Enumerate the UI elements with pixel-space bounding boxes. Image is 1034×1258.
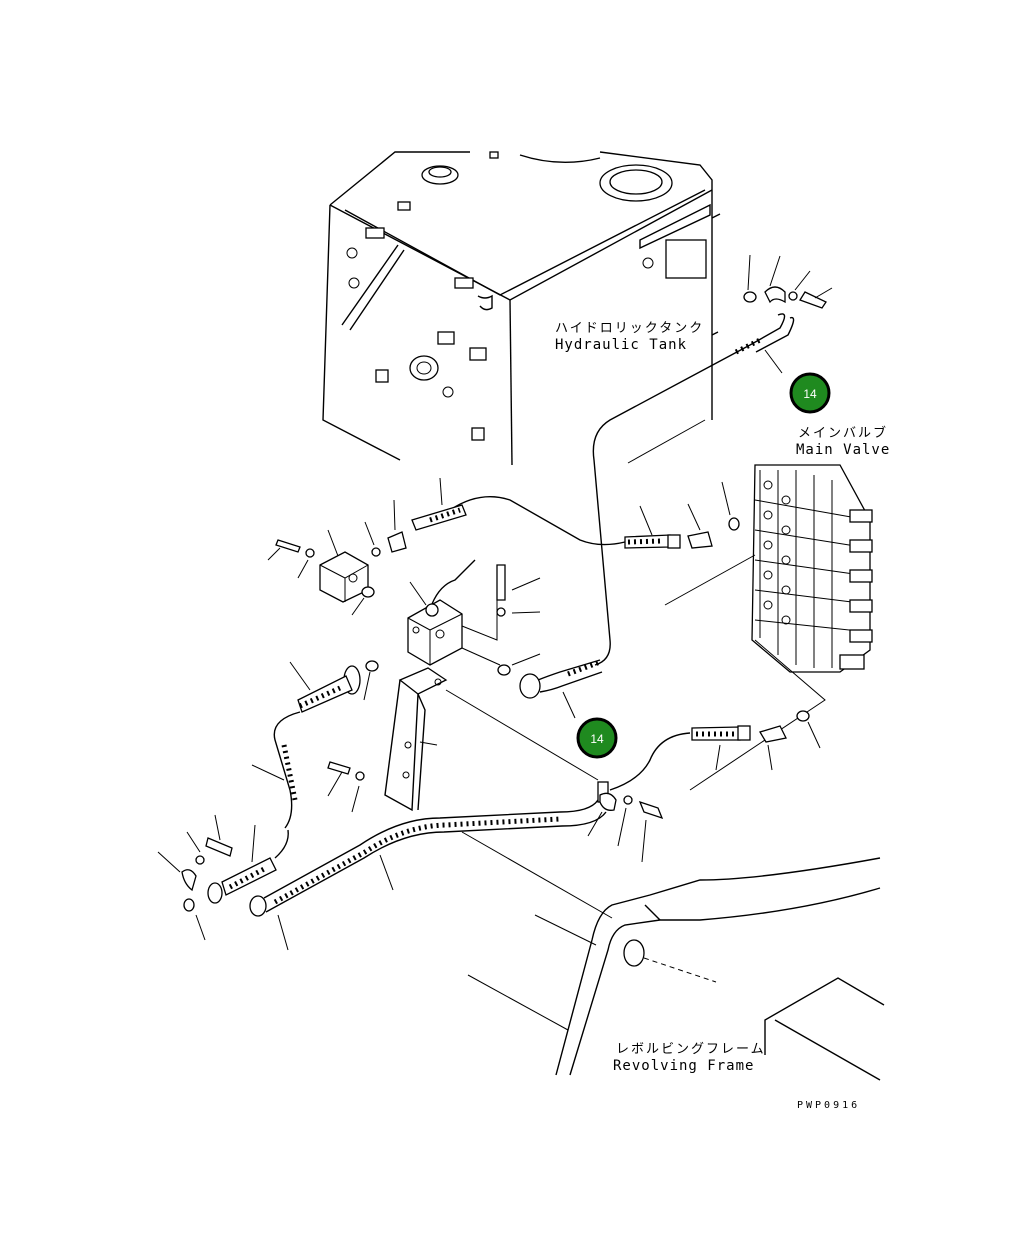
support-bracket [384,667,599,812]
flange-hose-left [251,660,379,829]
lower-left-fittings [157,814,289,941]
bracket-bolts [327,761,365,813]
revolving-frame-label-jp: レボルビングフレーム [616,1042,766,1057]
right-hose-assembly [691,710,821,771]
callout-14-upper-number: 14 [803,387,817,401]
hydraulic-tank-label-jp: ハイドロリックタンク [555,321,704,336]
main-valve-label-en: Main Valve [796,442,890,458]
manifold-block-left [267,529,375,616]
revolving-frame [461,831,885,1081]
supply-hose-upper [364,477,740,557]
center-manifold [407,559,541,676]
main-valve [751,464,873,673]
main-valve-label-jp: メインバルブ [798,425,888,441]
callout-14-lower-number: 14 [590,732,604,746]
hydraulic-tank [322,151,721,466]
hydraulic-tank-label-en: Hydraulic Tank [555,337,687,353]
long-lower-hose [249,732,691,951]
drawing-code: PWP0916 [797,1100,860,1111]
return-hose-lower [519,659,603,719]
callout-14-upper: 14 [789,372,831,414]
revolving-frame-label-en: Revolving Frame [613,1058,754,1074]
tank-return-hose [592,254,833,666]
callout-14-lower: 14 [576,717,618,759]
